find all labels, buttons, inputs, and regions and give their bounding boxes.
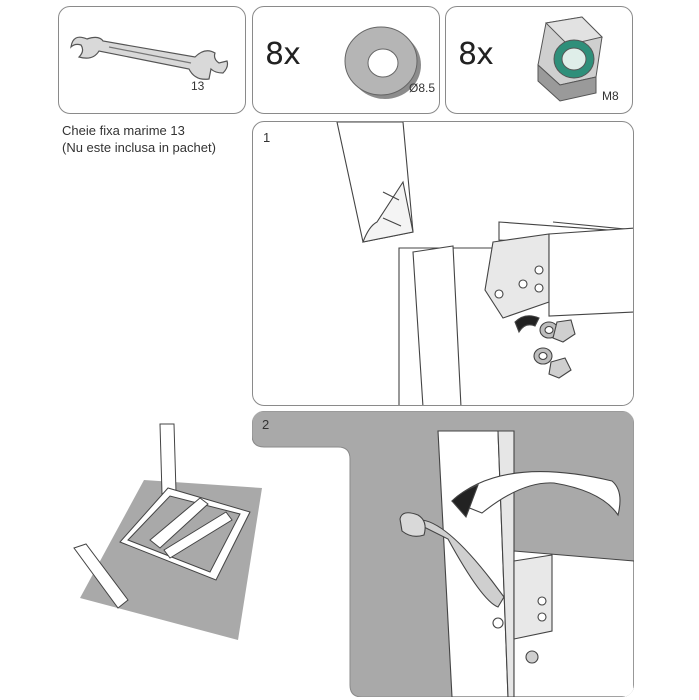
step-1-number: 1 [263, 130, 271, 145]
tool-caption: Cheie fixa marime 13 (Nu este inclusa in… [62, 122, 248, 156]
tool-caption-line1: Cheie fixa marime 13 [62, 123, 185, 138]
wrench-size-label: 13 [191, 79, 205, 93]
wrench-panel: 13 [58, 6, 246, 114]
step-2-illustration [252, 411, 634, 697]
washer-size-label: Ø8.5 [409, 81, 436, 95]
tool-caption-line2: (Nu este inclusa in pachet) [62, 140, 216, 155]
washer-icon [344, 26, 421, 99]
nut-quantity: 8x [458, 37, 494, 72]
step-1-illustration [336, 122, 633, 405]
step-1-panel: 1 [252, 121, 634, 406]
wrench-icon [70, 36, 229, 80]
washer-panel: 8x Ø8.5 [252, 6, 440, 114]
nut-panel: 8x M8 [445, 6, 633, 114]
nut-size-label: M8 [602, 89, 619, 103]
lock-nut-icon [537, 16, 603, 102]
step-2-number: 2 [262, 417, 270, 432]
step-2-panel: 2 [252, 411, 634, 697]
washer-quantity: 8x [265, 37, 301, 72]
